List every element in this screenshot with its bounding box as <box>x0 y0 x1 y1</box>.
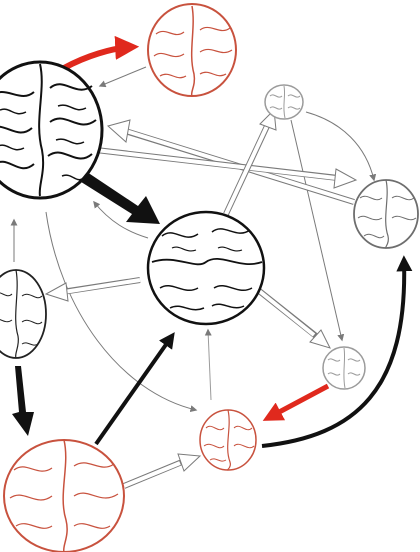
center-brain[interactable] <box>146 210 266 326</box>
arrow-bottom-left-to-small-red <box>122 453 202 489</box>
arrow-center-to-left-brain <box>44 277 141 302</box>
arrow-right-to-big-brain <box>106 119 355 205</box>
right-brain[interactable] <box>353 179 419 249</box>
bottom-left-red-brain[interactable] <box>3 439 125 552</box>
arrow-big-brain-to-small-red-brain <box>45 211 198 413</box>
left-edge-brain[interactable] <box>0 269 47 359</box>
arrow-small-red-to-center <box>204 328 212 401</box>
arrow-small-red-to-right-brain <box>261 255 413 448</box>
arrow-big-brain-to-right <box>95 147 358 189</box>
small-red-brain[interactable] <box>199 409 257 471</box>
big-black-brain[interactable] <box>0 60 104 200</box>
arrow-center-to-big-brain <box>93 200 149 239</box>
arrow-top-red-to-big-brain <box>98 66 147 88</box>
arrow-left-brain-to-bottom-left <box>12 366 34 436</box>
arrow-bottom-left-to-center <box>94 332 175 446</box>
small-top-right-brain[interactable] <box>264 84 304 120</box>
top-red-brain[interactable] <box>147 3 237 97</box>
arrow-big-brain-to-top-red <box>62 35 140 71</box>
small-lower-right-brain[interactable] <box>322 346 366 390</box>
arrow-big-brain-to-center <box>78 170 160 224</box>
arrow-small-top-to-right-brain <box>305 111 377 182</box>
arrows-layer <box>10 35 413 489</box>
arrow-small-top-to-small-lower <box>290 119 345 342</box>
brains-layer <box>0 3 419 552</box>
arrow-center-to-small-lower <box>256 287 331 349</box>
arrow-small-lower-to-small-red <box>262 383 330 421</box>
